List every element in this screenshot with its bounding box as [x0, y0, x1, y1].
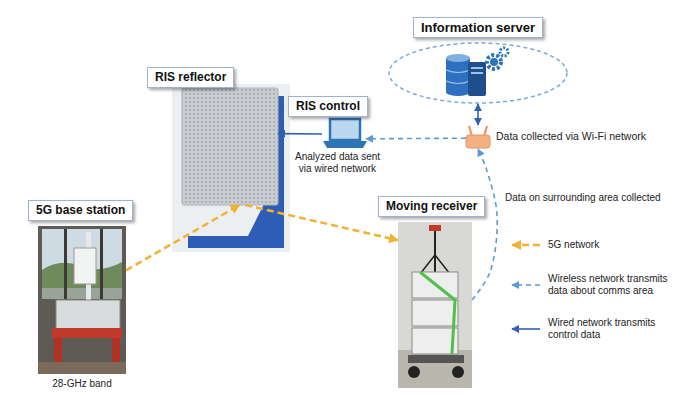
wheel [452, 366, 464, 378]
tower-slot [471, 72, 483, 74]
photo-ground [398, 222, 472, 388]
ris-photo [172, 84, 290, 252]
server-tower [468, 62, 486, 96]
server-icon [446, 48, 508, 96]
green-strap [420, 272, 455, 354]
connector [477, 104, 479, 125]
ris-reflector-node: RIS reflector [182, 88, 278, 205]
receiver-node: Moving receiver [398, 222, 472, 388]
red-leg [54, 338, 62, 362]
gear [500, 48, 508, 56]
legend-sample [512, 244, 540, 247]
router-icon [466, 126, 490, 148]
title-box: RIS control [288, 96, 368, 117]
tripod-legs [420, 255, 450, 274]
floor [38, 362, 126, 374]
annotation: Data on surrounding area collected [505, 192, 661, 204]
tripod [434, 230, 436, 272]
dashed-ellipse [388, 42, 568, 104]
legend-text: Wired network transmits control data [548, 317, 683, 341]
cart-base [408, 355, 464, 363]
photo-frame [38, 226, 126, 374]
title-box: 5G base station [28, 200, 133, 221]
city [42, 288, 122, 299]
ris-panel [182, 88, 278, 205]
connector [278, 133, 322, 135]
antenna-unit [74, 248, 96, 284]
node-caption: Data collected via Wi-Fi network [496, 130, 646, 142]
connector [126, 205, 240, 270]
ellipse-outline [389, 43, 567, 103]
router-node: Data collected via Wi-Fi network [466, 125, 490, 149]
title-box: Information server [413, 17, 543, 38]
title-box: RIS reflector [147, 67, 234, 88]
database-rings [446, 70, 470, 84]
legend-sample [512, 284, 540, 286]
sky [42, 229, 122, 299]
window-bar [64, 229, 67, 299]
red-frame [52, 328, 122, 338]
title-box: Moving receiver [378, 196, 485, 217]
annotation: Analyzed data sent via wired network [290, 151, 385, 175]
tower-slot [471, 67, 483, 69]
legend-row: Wired network transmits control data [548, 317, 683, 341]
connector [472, 149, 497, 300]
gear-hub [490, 58, 498, 66]
base-station-node: 5G base station [38, 226, 126, 374]
legend-row: 5G network [548, 239, 683, 251]
laptop-icon [323, 119, 367, 148]
label-holder: Analyzed data sent via wired network [290, 151, 385, 175]
connectors [126, 104, 497, 300]
window-bar [100, 229, 103, 299]
legend-samples [512, 245, 540, 329]
legend-row: Wireless network transmits data about co… [548, 273, 683, 297]
annotation: 28-GHz band [38, 378, 126, 390]
receiver-photo [398, 222, 472, 388]
legend-text: 5G network [548, 239, 683, 251]
router-body [466, 135, 490, 148]
label-holder: Data on surrounding area collected [505, 192, 661, 204]
gear [487, 55, 501, 69]
laptop-screen [330, 119, 360, 140]
legend-sample [512, 328, 540, 330]
label-holder: 28-GHz band [38, 378, 126, 390]
equipment [56, 300, 120, 330]
floor [398, 350, 472, 388]
database-base [446, 88, 470, 96]
photo-ground [172, 84, 290, 252]
laptop-base [323, 141, 367, 148]
connector [245, 205, 398, 240]
storage-box [412, 300, 458, 326]
red-leg [112, 338, 120, 362]
server-node: Information server [388, 42, 568, 104]
database-body [446, 58, 470, 92]
base-station-photo [38, 226, 126, 374]
connector [366, 137, 466, 139]
antenna-head [429, 225, 441, 231]
legend-text: Wireless network transmits data about co… [548, 273, 683, 297]
database-top [446, 54, 470, 62]
ris-control-node: RIS control [322, 118, 366, 150]
wheel [408, 366, 420, 378]
